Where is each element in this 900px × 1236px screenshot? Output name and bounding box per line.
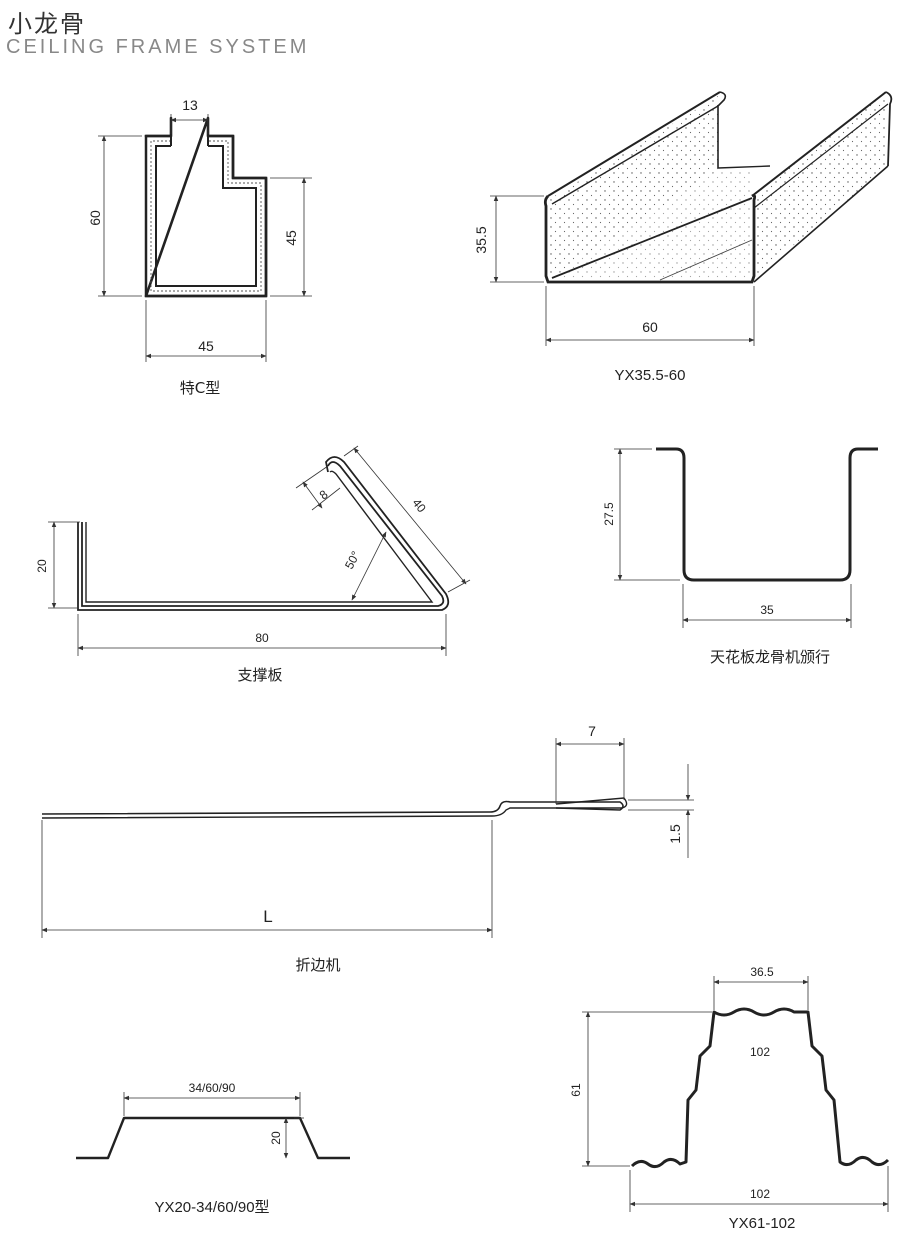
dim-angle: 50° [342, 549, 363, 572]
page-subtitle: CEILING FRAME SYSTEM [6, 36, 310, 58]
profile-special-c: 13 60 45 45 特C型 [87, 97, 312, 397]
caption-ceiling-keel: 天花板龙骨机颁行 [710, 648, 830, 666]
dim-inner: 102 [750, 1045, 770, 1059]
dim-height: 35.5 [473, 226, 489, 253]
profile-yx20: 34/60/90 20 YX20-34/60/90型 [76, 1081, 350, 1216]
dim-height: 60 [87, 210, 103, 226]
dim-top-width: 13 [182, 97, 198, 113]
dim-length: 80 [255, 631, 269, 645]
dim-height: 20 [269, 1131, 283, 1145]
dim-lip: 8 [317, 487, 331, 502]
dim-fold: 7 [588, 723, 596, 739]
profile-ceiling-keel: 27.5 35 天花板龙骨机颁行 [602, 447, 878, 666]
caption-yx61: YX61-102 [729, 1215, 796, 1232]
profile-edge-fold: 7 1.5 L 折边机 [41, 723, 694, 974]
dim-top-width: 34/60/90 [189, 1081, 236, 1095]
page-title: 小龙骨 [8, 10, 86, 38]
caption-special-c: 特C型 [180, 379, 220, 397]
dim-width: 60 [642, 319, 658, 335]
dim-right-height: 45 [283, 230, 299, 246]
profile-yx61: 36.5 61 102 102 YX61-102 [569, 965, 890, 1232]
caption-edge-fold: 折边机 [295, 956, 340, 974]
dim-thickness: 1.5 [667, 824, 683, 844]
dim-height: 27.5 [602, 502, 616, 526]
caption-yx35: YX35.5-60 [615, 367, 686, 384]
dim-slope: 40 [410, 496, 429, 515]
caption-support: 支撑板 [237, 666, 282, 684]
dim-length: L [263, 907, 272, 926]
dim-bottom-width: 102 [750, 1187, 770, 1201]
dim-top-width: 36.5 [750, 965, 774, 979]
profile-support: 20 80 8 40 50° 支撑板 [35, 445, 471, 684]
dim-height: 20 [35, 559, 49, 573]
dim-width: 35 [760, 603, 774, 617]
profile-yx35: 35.5 60 YX35.5-60 [473, 91, 893, 384]
dim-height: 61 [569, 1083, 583, 1097]
caption-yx20: YX20-34/60/90型 [154, 1199, 269, 1216]
dim-bottom-width: 45 [198, 338, 214, 354]
